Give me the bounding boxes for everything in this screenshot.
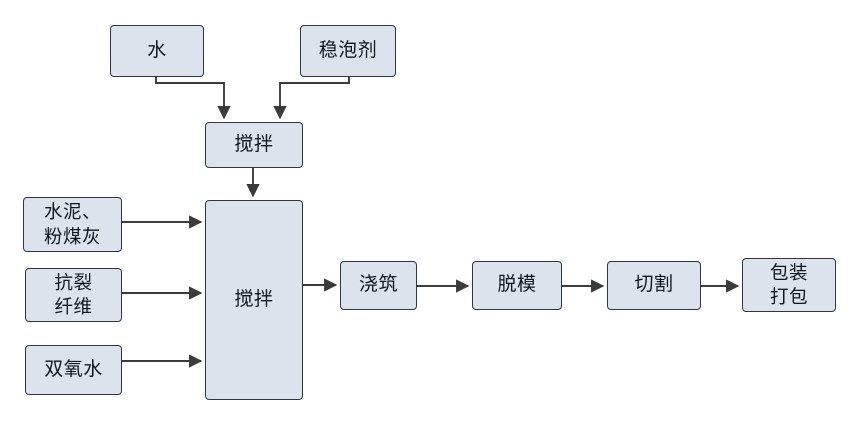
node-mixing-top[interactable]: 搅拌 [205, 122, 303, 168]
node-cutting[interactable]: 切割 [607, 261, 701, 310]
node-casting[interactable]: 浇筑 [340, 261, 417, 310]
node-mixing-main[interactable]: 搅拌 [205, 200, 303, 400]
node-water[interactable]: 水 [110, 25, 204, 77]
edge-foam-stabilizer-to-mix-top [273, 77, 350, 120]
node-demolding[interactable]: 脱模 [472, 261, 562, 310]
edge-water-to-mix-top [155, 77, 231, 120]
node-foam-stabilizer[interactable]: 稳泡剂 [300, 25, 396, 77]
node-packaging[interactable]: 包装 打包 [742, 258, 836, 312]
node-hydrogen-peroxide[interactable]: 双氧水 [25, 345, 122, 395]
node-anti-crack-fiber[interactable]: 抗裂 纤维 [25, 268, 122, 322]
node-cement-fly-ash[interactable]: 水泥、 粉煤灰 [23, 197, 122, 252]
